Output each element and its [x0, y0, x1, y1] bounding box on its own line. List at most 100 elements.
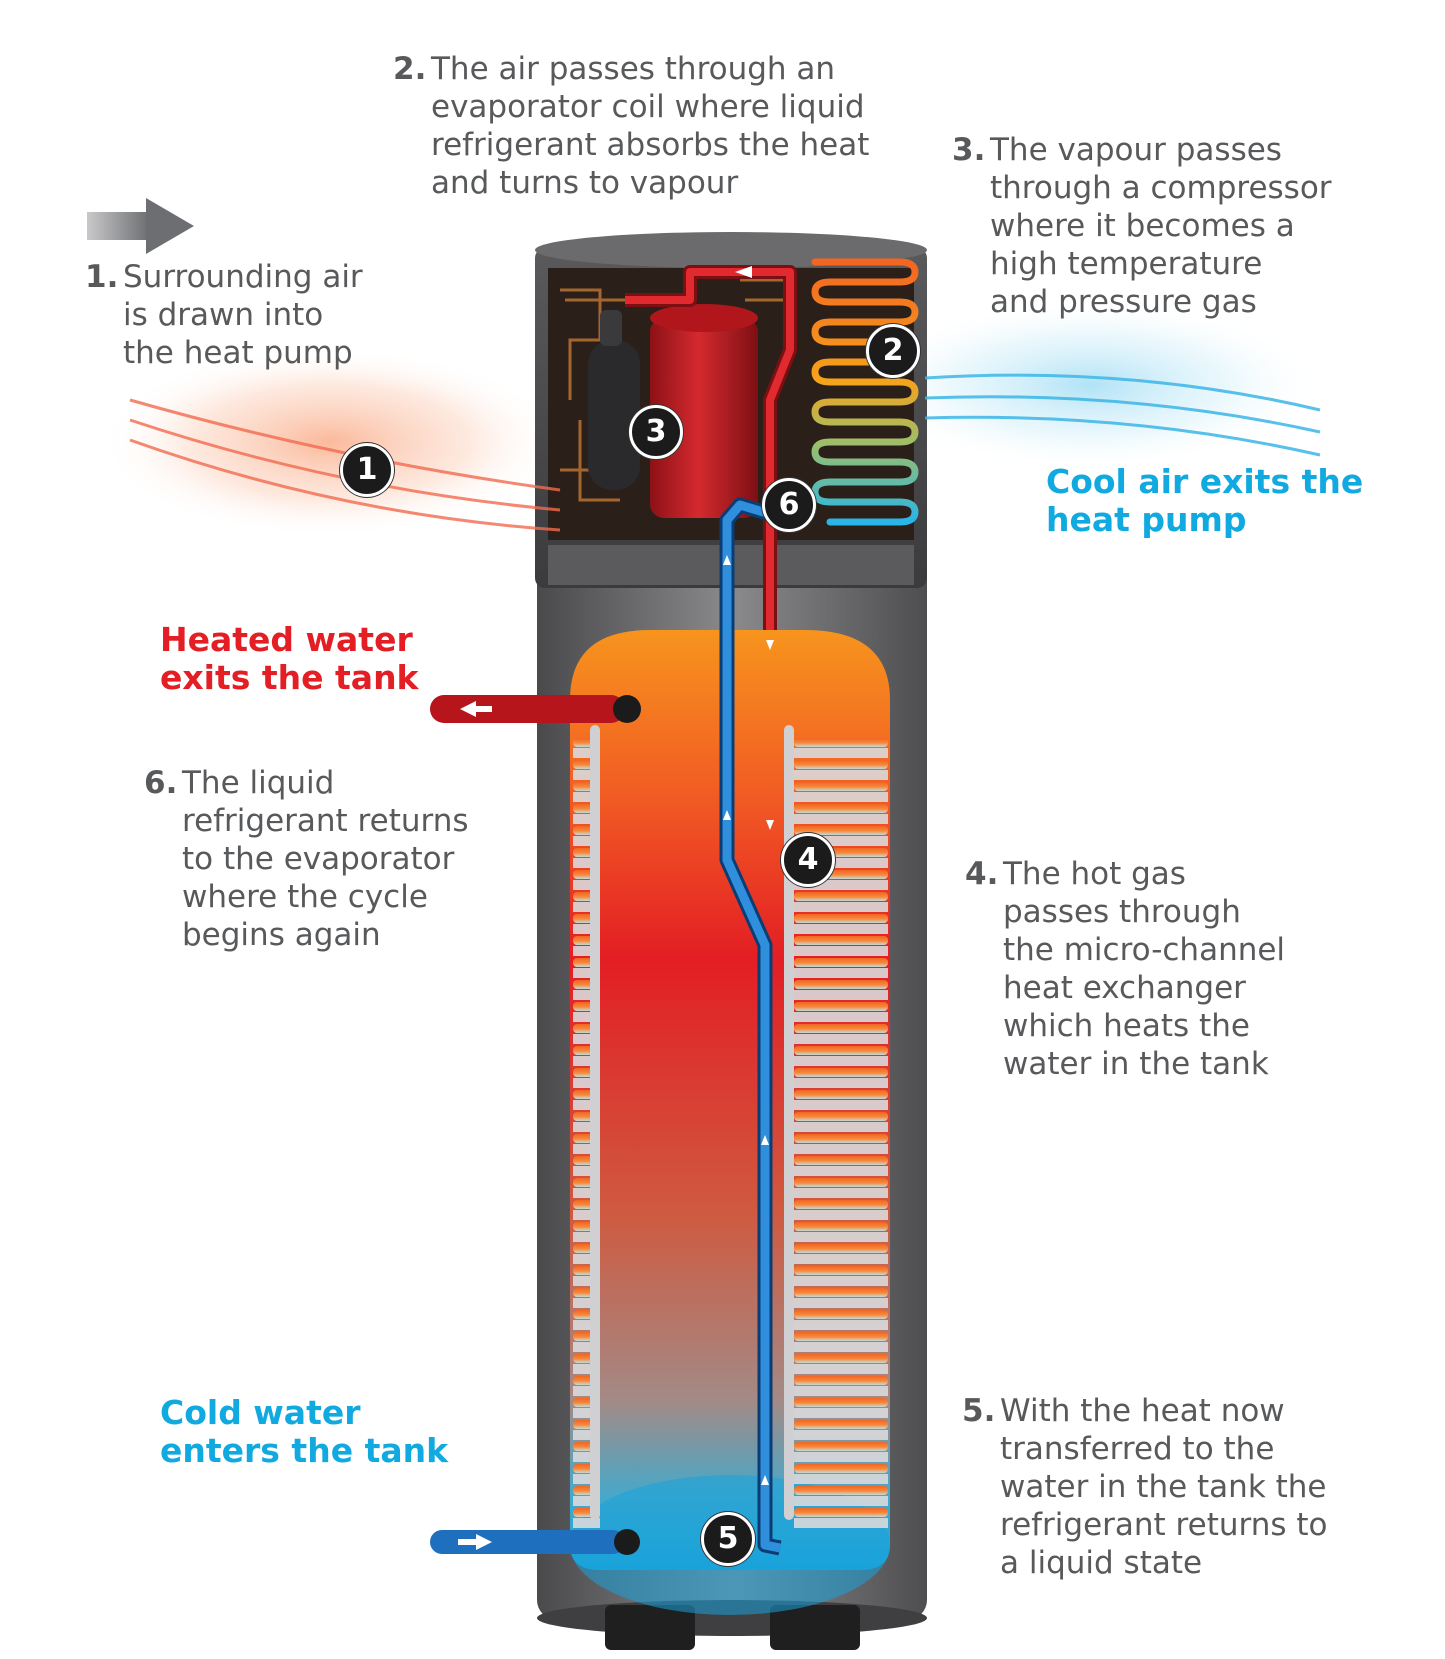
- cool-air-glow: [860, 300, 1320, 470]
- coil-spacer: [573, 770, 600, 780]
- coil-ring: [794, 1464, 888, 1473]
- coil-spacer: [794, 1056, 888, 1066]
- coil-spacer: [573, 1210, 600, 1220]
- heated-water-callout: Heated water exits the tank: [160, 620, 419, 697]
- step-marker-3: 3: [629, 405, 683, 459]
- coil-spacer: [794, 1210, 888, 1220]
- coil-spacer: [794, 1276, 888, 1286]
- step-marker-2: 2: [866, 324, 920, 378]
- coil-spacer: [573, 792, 600, 802]
- coil-spacer: [573, 1342, 600, 1352]
- flow-direction-arrows: [723, 266, 774, 1485]
- step-4-text: The hot gas passes through the micro-cha…: [1003, 856, 1286, 1082]
- coil-spacer: [794, 946, 888, 956]
- coil-spacer: [573, 1034, 600, 1044]
- coil-spacer: [573, 1430, 600, 1440]
- coil-spacer: [794, 1232, 888, 1242]
- coil-spacer: [794, 1452, 888, 1462]
- coil-spacer: [573, 814, 600, 824]
- coil-spacer: [573, 1254, 600, 1264]
- step-6-number: 6.: [144, 765, 178, 801]
- coil-spacer: [573, 1320, 600, 1330]
- coil-ring: [794, 1420, 888, 1429]
- coil-ring: [794, 1068, 888, 1077]
- coil-spacer: [794, 1122, 888, 1132]
- warm-air-glow: [100, 347, 560, 537]
- step-marker-4: 4: [781, 833, 835, 887]
- coil-ring: [794, 1200, 888, 1209]
- coil-spacer: [573, 1518, 600, 1528]
- coil-ring: [794, 1090, 888, 1099]
- coil-ring: [794, 958, 888, 967]
- step-marker-5: 5: [701, 1512, 755, 1566]
- step-marker-1: 1: [340, 443, 394, 497]
- coil-ring: [794, 760, 888, 769]
- step-4-number: 4.: [965, 856, 999, 892]
- coil-spacer: [794, 1430, 888, 1440]
- coil-ring: [794, 1244, 888, 1253]
- coil-spacer: [573, 1386, 600, 1396]
- coil-ring: [794, 1046, 888, 1055]
- coil-spacer: [573, 946, 600, 956]
- coil-ring: [794, 826, 888, 835]
- coil-spacer: [573, 1122, 600, 1132]
- coil-spacer: [794, 1474, 888, 1484]
- coil-ring: [794, 1222, 888, 1231]
- coil-spacer: [573, 1100, 600, 1110]
- coil-spacer: [794, 1320, 888, 1330]
- compressor: [588, 304, 758, 518]
- coil-spacer: [794, 1144, 888, 1154]
- coil-spacer: [794, 1012, 888, 1022]
- coil-spacer: [794, 1166, 888, 1176]
- cool-air-lines: [924, 373, 1321, 457]
- coil-spacer: [794, 836, 888, 846]
- coil-ring: [794, 1486, 888, 1495]
- coil-spacer: [794, 902, 888, 912]
- step-2-text: The air passes through an evaporator coi…: [431, 51, 870, 201]
- coil-spacer: [573, 1276, 600, 1286]
- coil-spacer: [794, 968, 888, 978]
- coil-spacer: [573, 924, 600, 934]
- coil-spacer: [573, 1298, 600, 1308]
- coil-spacer: [794, 1386, 888, 1396]
- coil-spacer: [794, 880, 888, 890]
- coil-spacer: [794, 990, 888, 1000]
- coil-ring: [794, 1508, 888, 1517]
- coil-spacer: [794, 1078, 888, 1088]
- coil-ring: [794, 1354, 888, 1363]
- coil-spacer: [573, 1496, 600, 1506]
- coil-spacer: [794, 1342, 888, 1352]
- coil-spacer: [573, 1188, 600, 1198]
- coil-ring: [794, 892, 888, 901]
- coil-spacer: [573, 1012, 600, 1022]
- coil-spacer: [573, 1364, 600, 1374]
- coil-ring: [794, 1332, 888, 1341]
- coil-ring: [794, 1134, 888, 1143]
- coil-spacer: [573, 1474, 600, 1484]
- step-1-text: Surrounding air is drawn into the heat p…: [123, 259, 363, 371]
- coil-ring: [794, 738, 888, 747]
- coil-spacer: [573, 1166, 600, 1176]
- step-3-number: 3.: [952, 132, 986, 168]
- coil-spacer: [794, 1408, 888, 1418]
- coil-ring: [794, 1442, 888, 1451]
- coil-ring: [794, 1002, 888, 1011]
- heat-exchanger-coils: [573, 738, 888, 1528]
- cool-air-callout: Cool air exits the heat pump: [1046, 462, 1364, 539]
- coil-spacer: [794, 770, 888, 780]
- coil-spacer: [794, 792, 888, 802]
- coil-spacer: [794, 748, 888, 758]
- coil-spacer: [573, 990, 600, 1000]
- step-5-number: 5.: [962, 1393, 996, 1429]
- coil-spacer: [573, 1056, 600, 1066]
- coil-spacer: [794, 1364, 888, 1374]
- coil-ring: [794, 1376, 888, 1385]
- coil-ring: [794, 1288, 888, 1297]
- step-3-text: The vapour passes through a compressor w…: [990, 132, 1332, 320]
- coil-spacer: [794, 1254, 888, 1264]
- coil-spacer: [794, 814, 888, 824]
- coil-spacer: [573, 1232, 600, 1242]
- coil-ring: [794, 1266, 888, 1275]
- coil-spacer: [794, 1298, 888, 1308]
- coil-spacer: [573, 1452, 600, 1462]
